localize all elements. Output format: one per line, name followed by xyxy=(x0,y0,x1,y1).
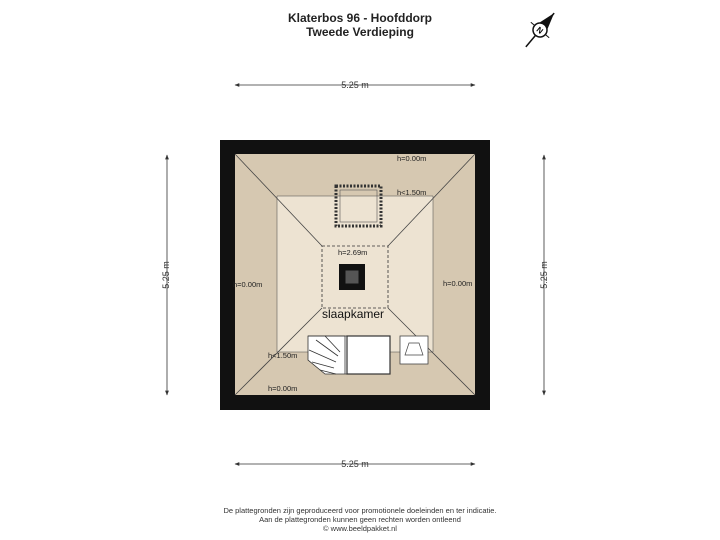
dimension-left-label: 5.25 m xyxy=(161,261,171,289)
dimension-right-label: 5.25 m xyxy=(539,261,549,289)
compass-label: N xyxy=(535,25,545,36)
plan-title: Klaterbos 96 - Hoofddorp xyxy=(287,11,432,25)
height-top-slope: h<1.50m xyxy=(397,188,427,197)
floor-name: Tweede Verdieping xyxy=(306,25,414,39)
height-top-edge: h=0.00m xyxy=(397,154,427,163)
height-bottom-slope: h<1.50m xyxy=(268,351,298,360)
copyright: © www.beeldpakket.nl xyxy=(323,524,397,533)
washbasin-icon xyxy=(399,335,429,365)
ridge-outline xyxy=(321,245,389,309)
dimension-bottom-label: 5.25 m xyxy=(341,459,369,469)
disclaimer-line-2: Aan de plattegronden kunnen geen rechten… xyxy=(259,515,461,524)
height-ridge: h=2.69m xyxy=(338,248,368,257)
height-right-edge: h=0.00m xyxy=(443,279,473,288)
compass-north-icon: N xyxy=(525,12,555,48)
height-left-edge: h=0.00m xyxy=(233,280,263,289)
room-name: slaapkamer xyxy=(322,307,385,321)
height-bottom-edge: h=0.00m xyxy=(268,384,298,393)
skylight xyxy=(334,184,383,228)
disclaimer-line-1: De plattegronden zijn geproduceerd voor … xyxy=(223,506,497,515)
dimension-top-label: 5.25 m xyxy=(341,80,369,90)
stair-banister xyxy=(346,335,391,375)
